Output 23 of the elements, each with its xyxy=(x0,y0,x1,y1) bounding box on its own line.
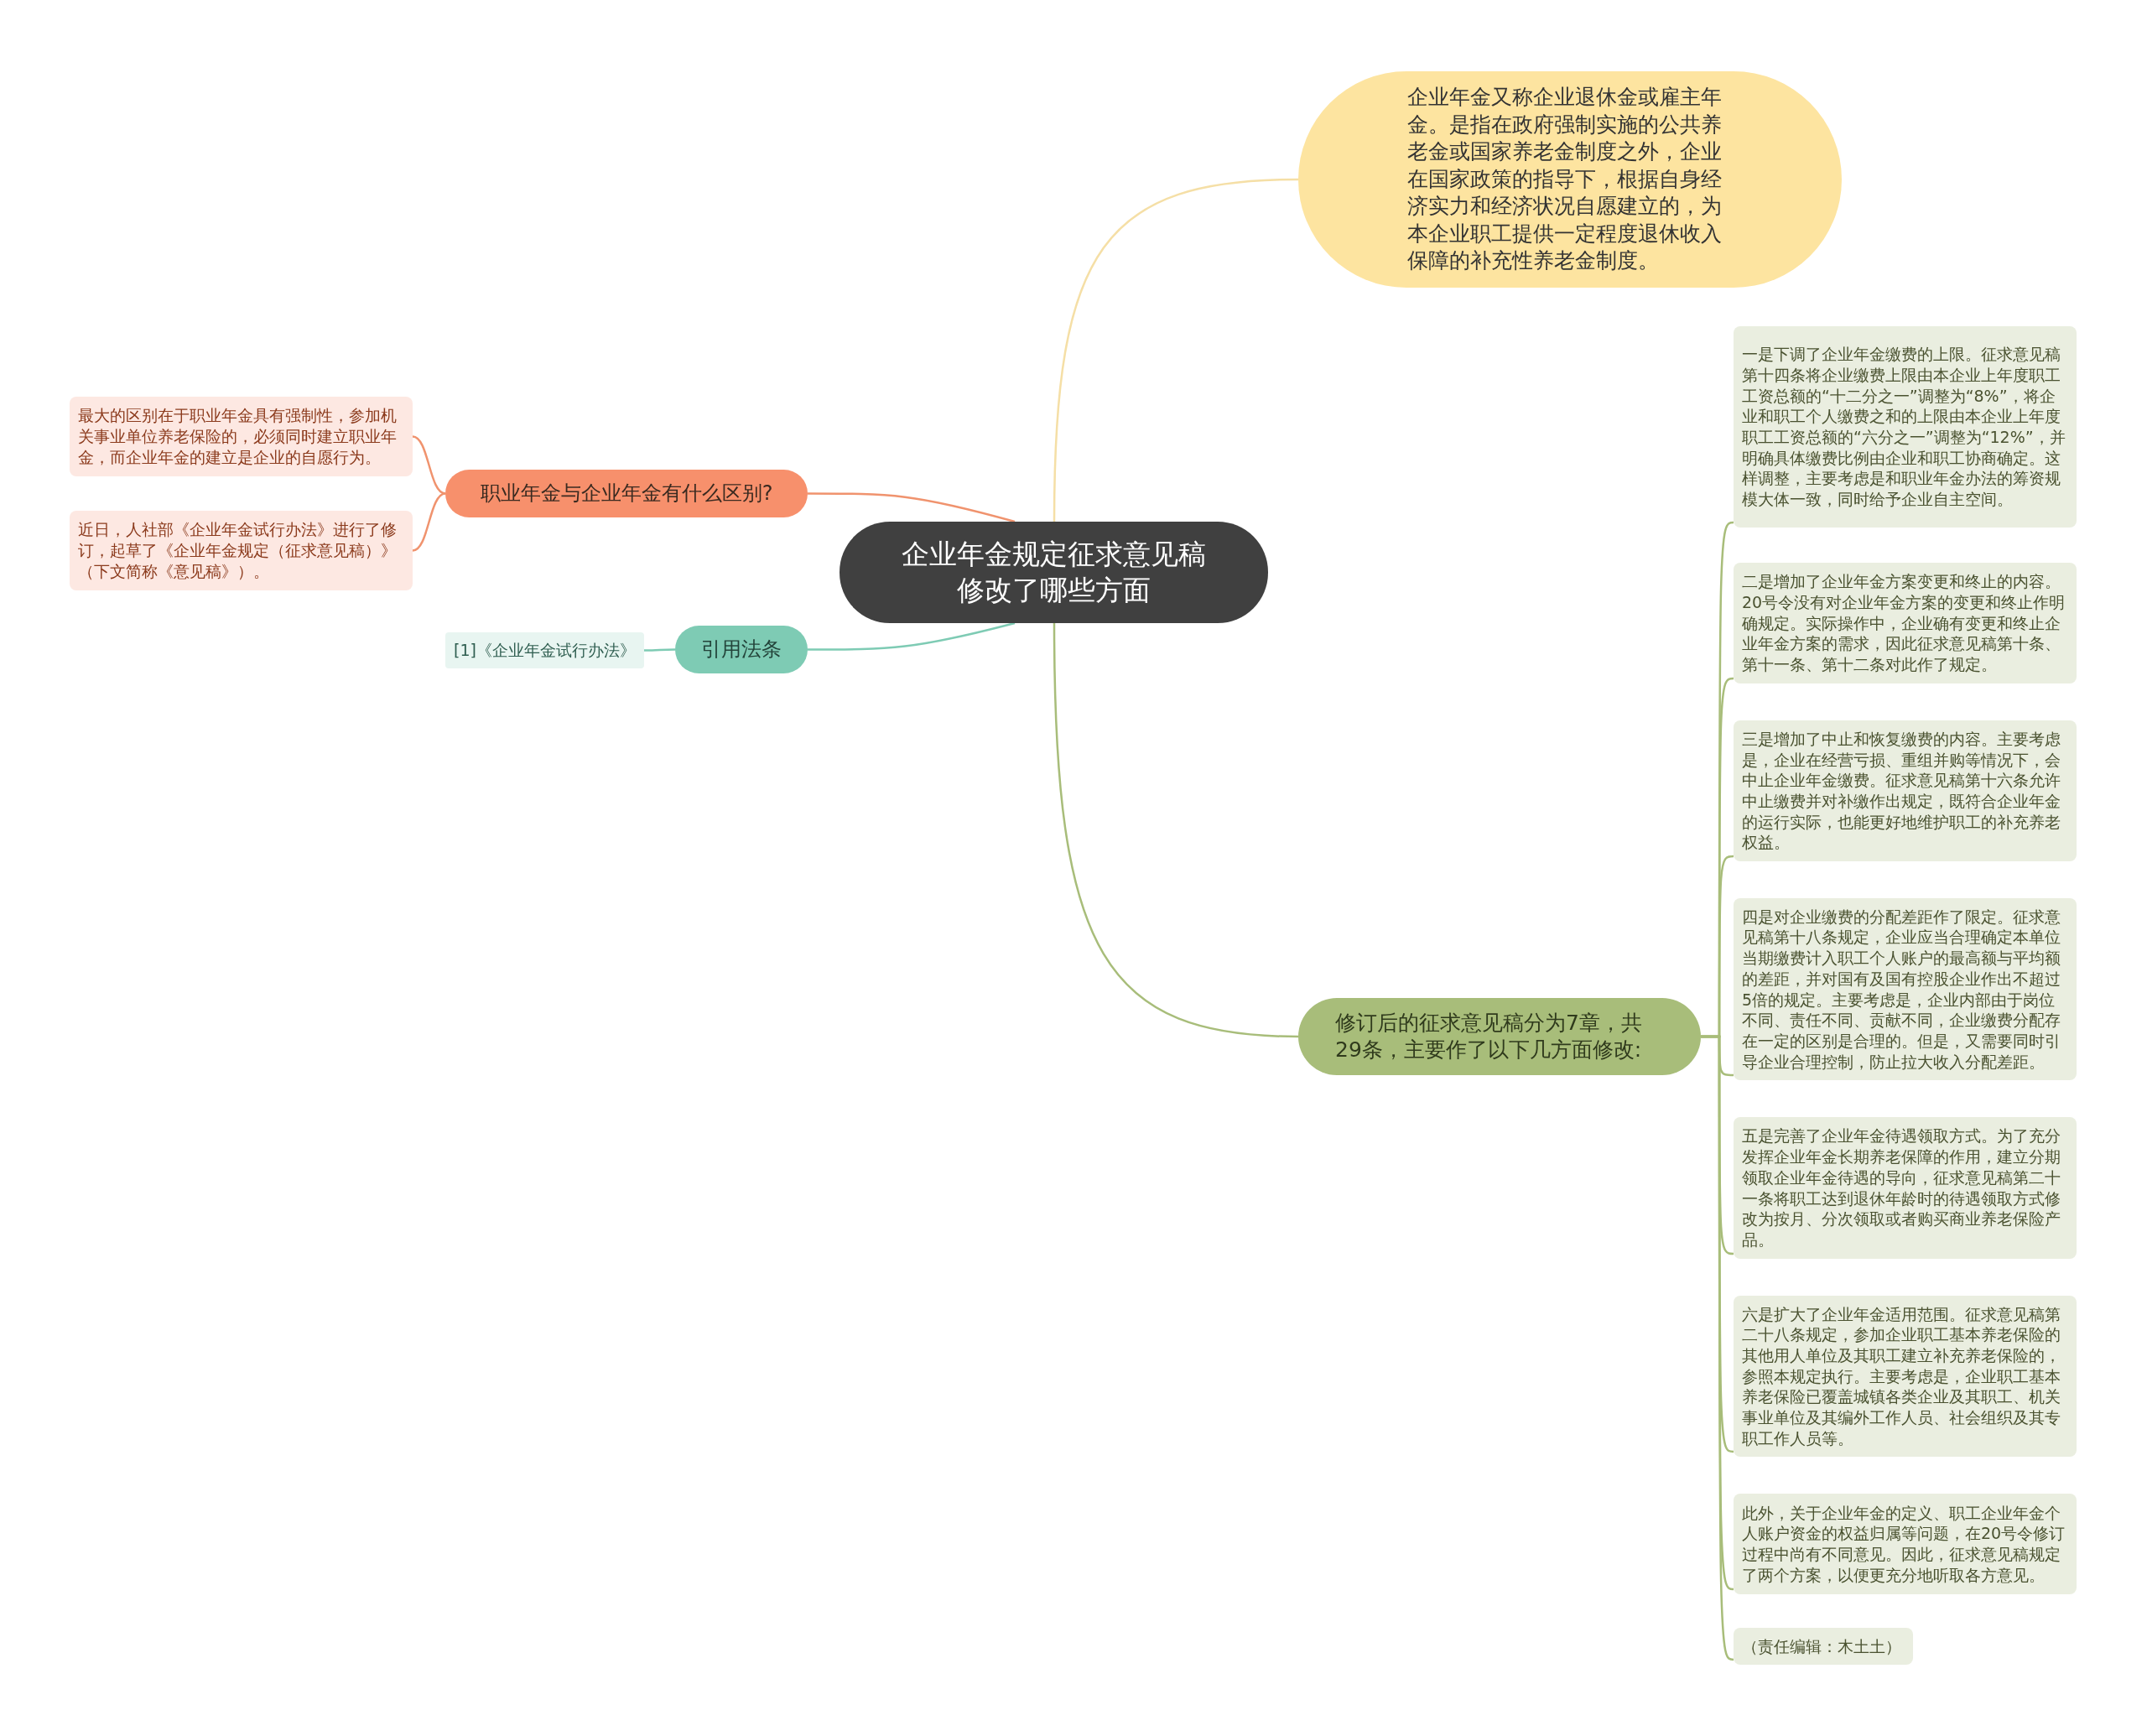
connector-line xyxy=(412,435,446,495)
note-box: 六是扩大了企业年金适用范围。征求意见稿第二十八条规定，参加企业职工基本养老保险的其他用人单位及其职工建立补充养老保险的，参照本规定执行。主要考虑是，企业职工基本养老保险已覆盖城镇各类企业及其职工、机关事业单位及其编外工作人员、社会组织及其专职工作人员等。 xyxy=(1734,1296,2077,1457)
note-box: 二是增加了企业年金方案变更和终止的内容。20号令没有对企业年金方案的变更和终止作明确规定。实际操作中，企业确有变更和终止企业年金方案的需求，因此征求意见稿第十条、第十一条、第十二条对此作了规定。 xyxy=(1734,563,2077,683)
connector-line xyxy=(644,648,675,652)
root-topic-box: 企业年金规定征求意见稿修改了哪些方面 xyxy=(840,522,1268,623)
note-box: 五是完善了企业年金待遇领取方式。为了充分发挥企业年金长期养老保障的作用，建立分期领取企业年金待遇的导向，征求意见稿第二十一条将职工达到退休年龄时的待遇领取方式修改为按月、分次领取或者购买商业养老保险产品。 xyxy=(1734,1117,2077,1259)
connector-line xyxy=(808,621,1016,651)
note-box: 四是对企业缴费的分配差距作了限定。征求意见稿第十八条规定，企业应当合理确定本单位当期缴费计入职工个人账户的最高额与平均额的差距，并对国有及国有控股企业作出不超过5倍的规定。主要考虑是，企业内部由于岗位不同、责任不同、贡献不同，企业缴费分配存在一定的区别是合理的。但是，又需要同时引导企业合理控制，防止拉大收入分配差距。 xyxy=(1734,898,2077,1080)
note-box: （责任编辑：木土土） xyxy=(1734,1628,1913,1665)
note-box: 一是下调了企业年金缴费的上限。征求意见稿第十四条将企业缴费上限由本企业上年度职工工资总额的“十二分之一”调整为“8%”，将企业和职工个人缴费之和的上限由本企业上年度职工工资总额的“六分之一”调整为“12%”，并明确具体缴费比例由企业和职工协商确定。这样调整，主要考虑是和职业年金办法的筹资规模大体一致，同时给予企业自主空间。 xyxy=(1734,326,2077,528)
note-box: 近日，人社部《企业年金试行办法》进行了修订，起草了《企业年金规定（征求意见稿）》（下文简称《意见稿》）。 xyxy=(70,511,413,590)
connector-line xyxy=(412,492,446,552)
note-box: 最大的区别在于职业年金具有强制性，参加机关事业单位养老保险的，必须同时建立职业年金，而企业年金的建立是企业的自愿行为。 xyxy=(70,397,413,476)
note-box: [1]《企业年金试行办法》 xyxy=(445,632,644,668)
topic-box: 修订后的征求意见稿分为7章，共29条，主要作了以下几方面修改: xyxy=(1298,998,1701,1075)
note-box: 此外，关于企业年金的定义、职工企业年金个人账户资金的权益归属等问题，在20号令修订过程中尚有不同意见。因此，征求意见稿规定了两个方案，以便更充分地听取各方意见。 xyxy=(1734,1494,2077,1594)
topic-box: 企业年金又称企业退休金或雇主年金。是指在政府强制实施的公共养老金或国家养老金制度之外，企业在国家政策的指导下，根据自身经济实力和经济状况自愿建立的，为本企业职工提供一定程度退休收入保障的补充性养老金制度。 xyxy=(1298,71,1842,288)
note-box: 三是增加了中止和恢复缴费的内容。主要考虑是，企业在经营亏损、重组并购等情况下，会中止企业年金缴费。征求意见稿第十六条允许中止缴费并对补缴作出规定，既符合企业年金的运行实际，也能更好地维护职工的补充养老权益。 xyxy=(1734,720,2077,861)
topic-box: 职业年金与企业年金有什么区别? xyxy=(445,470,808,517)
connector-line xyxy=(1053,178,1299,522)
connector-line xyxy=(1053,623,1299,1038)
topic-box: 引用法条 xyxy=(675,626,808,673)
connector-line xyxy=(808,492,1016,523)
